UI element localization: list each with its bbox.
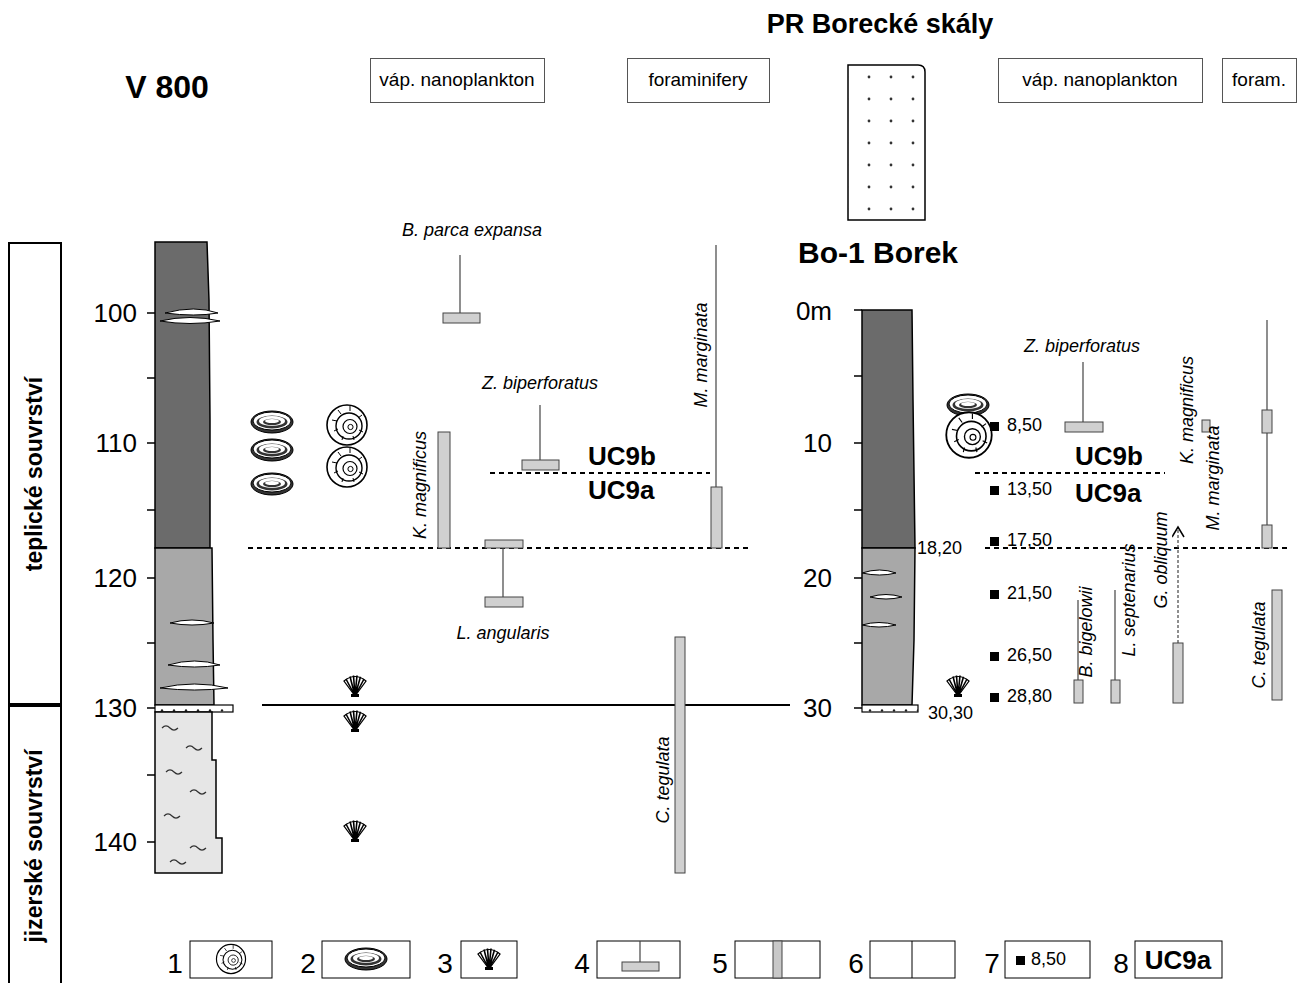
figure-label: 13,50: [1007, 480, 1052, 500]
taxon-label: K. magnificus: [1178, 356, 1198, 464]
header-text: foram.: [1232, 70, 1286, 91]
formation-box: jizerské souvrství: [8, 705, 62, 983]
figure-label: 28,80: [1007, 687, 1052, 707]
figure-label: PR Borecké skály: [767, 10, 994, 40]
taxon-label: G. obliquum: [1152, 509, 1172, 610]
header-box: váp. nanoplankton: [370, 58, 545, 103]
figure-label: 18,20: [917, 539, 962, 559]
header-box: foram.: [1222, 58, 1297, 103]
figure-label: 120: [94, 564, 137, 593]
taxon-label: K. magnificus: [411, 431, 431, 539]
figure-label: 10: [803, 429, 832, 458]
legend-number: 6: [848, 949, 864, 980]
figure-label: 30,30: [928, 704, 973, 724]
taxon-label: L. septenarius: [1120, 543, 1140, 656]
taxon-label: C. tegulata: [1250, 601, 1270, 688]
figure-label: 26,50: [1007, 646, 1052, 666]
figure-label: 17,50: [1007, 531, 1052, 551]
formation-name: jizerské souvrství: [22, 749, 47, 942]
figure-label: 110: [96, 429, 137, 458]
header-text: váp. nanoplankton: [1022, 70, 1177, 91]
legend-number: 1: [167, 949, 183, 980]
figure-label: B. parca expansa: [402, 221, 542, 241]
figure-label: 20: [803, 564, 832, 593]
figure-label: Bo-1 Borek: [798, 236, 958, 269]
legend-number: 5: [712, 949, 728, 980]
figure-label: 21,50: [1007, 584, 1052, 604]
figure-label: L. angularis: [456, 624, 549, 644]
header-box: foraminifery: [627, 58, 770, 103]
legend-number: 7: [984, 949, 1000, 980]
taxon-label: C. tegulata: [654, 736, 674, 823]
figure-label: UC9a: [588, 476, 654, 505]
formation-box: teplické souvrství: [8, 242, 62, 705]
header-text: foraminifery: [648, 70, 747, 91]
figure-label: Z. biperforatus: [1024, 337, 1140, 357]
figure-label: UC9b: [1075, 442, 1143, 471]
figure-label: 8,50: [1031, 950, 1066, 970]
figure-label: 30: [803, 694, 832, 723]
taxon-label: M. marginata: [1204, 425, 1224, 530]
taxon-label: M. marginata: [692, 302, 712, 407]
figure-label: UC9b: [588, 442, 656, 471]
figure-label: Z. biperforatus: [482, 374, 598, 394]
figure-label: 140: [94, 828, 137, 857]
header-text: váp. nanoplankton: [379, 70, 534, 91]
figure-label: 130: [94, 694, 137, 723]
legend-number: 3: [437, 949, 453, 980]
figure-label: UC9a: [1075, 479, 1141, 508]
figure-label: V 800: [125, 70, 209, 105]
figure-label: 0m: [796, 297, 832, 326]
figure-label: 100: [94, 299, 137, 328]
legend-number: 2: [300, 949, 316, 980]
legend-number: 4: [574, 949, 590, 980]
figure-label: 8,50: [1007, 416, 1042, 436]
header-box: váp. nanoplankton: [998, 58, 1203, 103]
legend-number: 8: [1113, 949, 1129, 980]
taxon-label: B. bigelowii: [1077, 586, 1097, 677]
figure-label: UC9a: [1145, 946, 1211, 975]
formation-name: teplické souvrství: [22, 376, 47, 570]
